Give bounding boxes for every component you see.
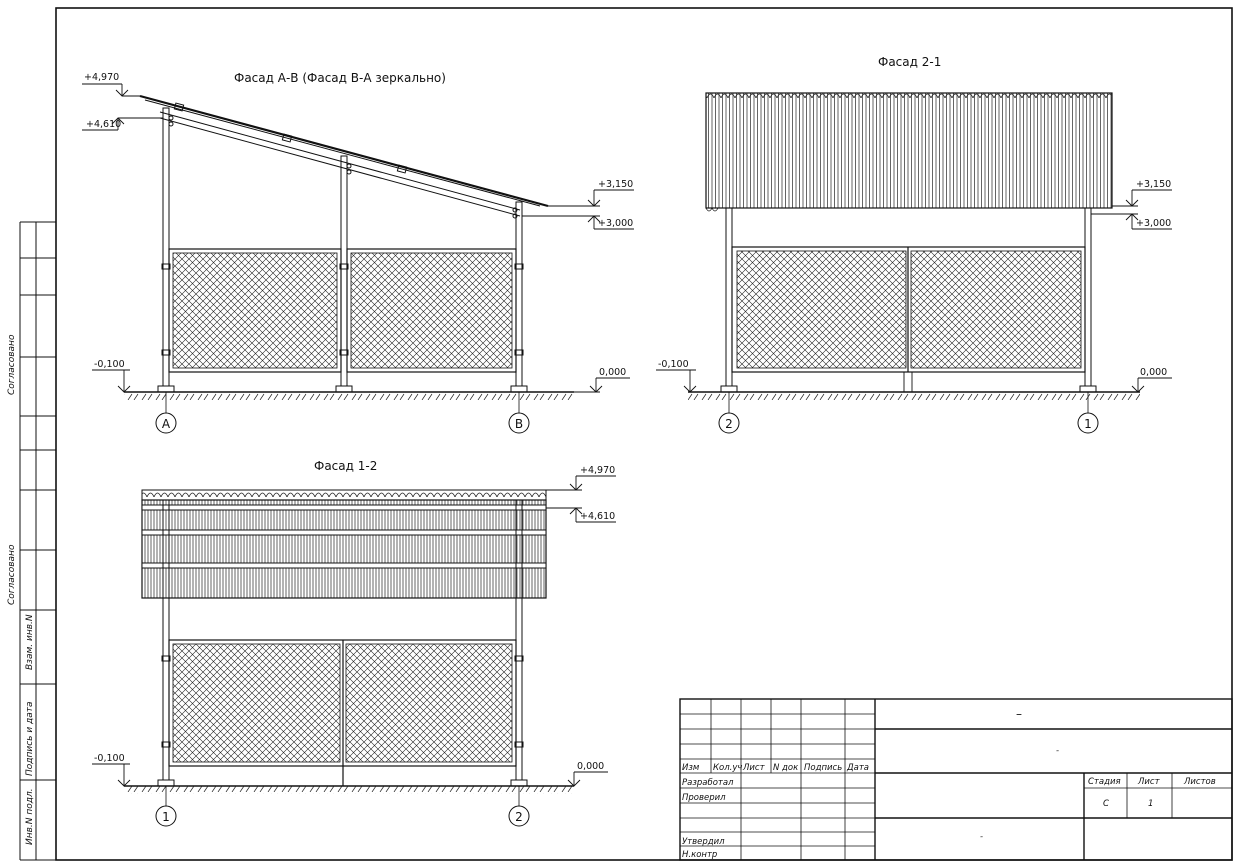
level-beam: +4,610 [580, 511, 615, 522]
facade-ab-title: Фасад А-В (Фасад В-А зеркально) [234, 71, 446, 85]
level-ground-left: -0,100 [94, 359, 125, 370]
stamp-agreed-1: Согласовано [7, 334, 17, 395]
sheet-value: 1 [1148, 799, 1153, 809]
level-post: +3,000 [1136, 218, 1171, 229]
doc-code: – [1016, 707, 1022, 721]
axis-label: 1 [1084, 417, 1092, 431]
stamp-agreed-2: Согласовано [7, 544, 17, 605]
header-ndok: N док [773, 763, 799, 773]
header-kol: Кол.уч [713, 763, 742, 773]
stamp-inv-swap: Взам. инв.N [25, 614, 35, 670]
level-ground-left: -0,100 [94, 753, 125, 764]
header-izm: Изм [682, 763, 700, 773]
level-ground-right: 0,000 [577, 761, 604, 772]
header-list: Лист [742, 763, 766, 773]
level-ridge: +4,970 [580, 465, 615, 476]
role-normcontrol: Н.контр [682, 850, 717, 860]
level-ground-right: 0,000 [599, 367, 626, 378]
level-eave: +3,150 [598, 179, 633, 190]
side-stamp [19, 221, 56, 861]
axis-label: A [162, 417, 171, 431]
axis-label: 2 [515, 810, 523, 824]
level-eave: +3,150 [1136, 179, 1171, 190]
stage-value: С [1103, 799, 1109, 809]
role-checked: Проверил [682, 793, 726, 803]
project-name: - [1056, 746, 1059, 756]
axis-label: B [515, 417, 523, 431]
stamp-inv-orig: Инв.N подл. [25, 788, 35, 845]
facade-12: Фасад 1-2 1 2 [92, 459, 616, 827]
sheets-label: Листов [1183, 777, 1216, 787]
drawing-name: - [980, 832, 983, 842]
role-developed: Разработал [682, 778, 734, 788]
level-beam: +4,610 [86, 119, 121, 130]
level-ridge: +4,970 [84, 72, 119, 83]
level-ground-left: -0,100 [658, 359, 689, 370]
title-block: Изм Кол.уч Лист N док Подпись Дата Разра… [679, 698, 1233, 861]
facade-21: Фасад 2-1 2 1 [656, 55, 1172, 434]
facade-21-title: Фасад 2-1 [878, 55, 941, 69]
stamp-sign-date: Подпись и дата [25, 701, 35, 776]
role-approved: Утвердил [682, 837, 725, 847]
facade-12-title: Фасад 1-2 [314, 459, 377, 473]
level-post: +3,000 [598, 218, 633, 229]
level-ground-right: 0,000 [1140, 367, 1167, 378]
sheet-label: Лист [1137, 777, 1161, 787]
axis-label: 2 [725, 417, 733, 431]
header-podpis: Подпись [804, 763, 842, 773]
facade-ab: Фасад А-В (Фасад В-А зеркально) [82, 71, 634, 434]
header-data: Дата [846, 763, 869, 773]
stage-label: Стадия [1088, 777, 1121, 787]
axis-label: 1 [162, 810, 170, 824]
sheet-frame [55, 7, 1233, 861]
